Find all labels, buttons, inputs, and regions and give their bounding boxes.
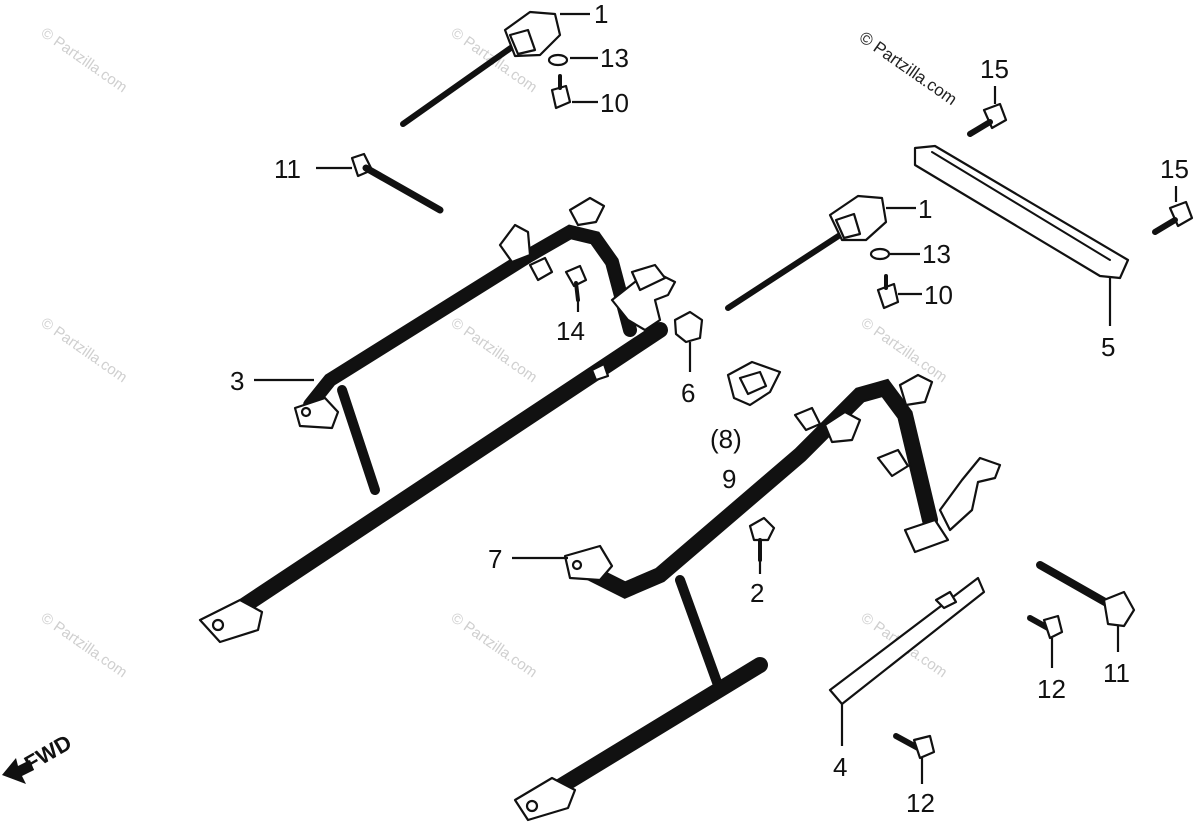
stay-socket-part-1-right <box>725 194 888 311</box>
left-subframe-part-3 <box>198 196 677 644</box>
collar-part-10-right <box>876 274 900 310</box>
left-lower-rail-inner <box>209 324 666 631</box>
watermark: © Partzilla.com <box>38 24 131 96</box>
left-top-bracket <box>498 223 532 264</box>
long-bolt-part-11-right <box>1036 561 1136 628</box>
left-bushing <box>528 256 554 282</box>
callout-13: 13 <box>922 239 951 269</box>
callout-12: 12 <box>906 788 935 818</box>
bolt-part-15-top <box>967 102 1008 137</box>
callout-2: 2 <box>750 578 764 608</box>
left-rail-end-plate <box>198 598 264 644</box>
right-subframe-part-7 <box>513 373 1002 822</box>
callout-13: 13 <box>600 43 629 73</box>
callout-11: 11 <box>274 154 301 184</box>
watermark-dark: © Partzilla.com <box>856 28 961 109</box>
callout-11: 11 <box>1103 658 1130 688</box>
grommet-part-13-right <box>869 247 891 261</box>
callout-15: 15 <box>1160 154 1189 184</box>
bolt-part-12-upper <box>1027 614 1064 640</box>
stay-socket-part-1-top <box>400 10 562 127</box>
callout-leaders <box>254 12 1178 784</box>
callout-3: 3 <box>230 366 244 396</box>
watermark: © Partzilla.com <box>38 314 131 386</box>
callout-6: 6 <box>681 378 695 408</box>
collar-part-10-top <box>550 74 572 110</box>
bolt-part-14 <box>564 264 588 302</box>
bolt-part-15-right <box>1152 200 1194 235</box>
callout-9: 9 <box>722 464 736 494</box>
nut-part-2 <box>748 516 776 562</box>
callout-1: 1 <box>918 194 932 224</box>
rubber-mount-part-9 <box>726 360 782 407</box>
callout-labels: 1 13 10 11 14 3 6 (8) 9 7 2 1 13 10 15 1… <box>230 0 1189 818</box>
left-mount-plate <box>293 396 340 430</box>
watermark: © Partzilla.com <box>448 314 541 386</box>
long-bolt-part-11-left <box>350 152 444 214</box>
callout-4: 4 <box>833 752 847 782</box>
callout-14: 14 <box>556 316 585 346</box>
callout-5: 5 <box>1101 332 1115 362</box>
strap-part-5 <box>913 144 1130 280</box>
strap-part-4 <box>828 576 986 706</box>
left-upper-tab <box>568 196 606 227</box>
watermark: © Partzilla.com <box>38 609 131 681</box>
callout-8: (8) <box>710 424 742 454</box>
forward-direction-indicator: FWD <box>2 730 76 784</box>
callout-7: 7 <box>488 544 502 574</box>
fwd-label: FWD <box>20 730 76 777</box>
callout-15: 15 <box>980 54 1009 84</box>
callout-10: 10 <box>924 280 953 310</box>
watermark-layer: © Partzilla.com © Partzilla.com © Partzi… <box>38 24 961 681</box>
watermark: © Partzilla.com <box>448 609 541 681</box>
bolt-part-12-lower <box>893 733 936 760</box>
grommet-part-13-top <box>547 53 569 67</box>
callout-1: 1 <box>594 0 608 29</box>
forward-arrow-icon <box>2 758 34 784</box>
callout-10: 10 <box>600 88 629 118</box>
clip-part-6 <box>673 310 704 344</box>
watermark: © Partzilla.com <box>858 314 951 386</box>
callout-12: 12 <box>1037 674 1066 704</box>
